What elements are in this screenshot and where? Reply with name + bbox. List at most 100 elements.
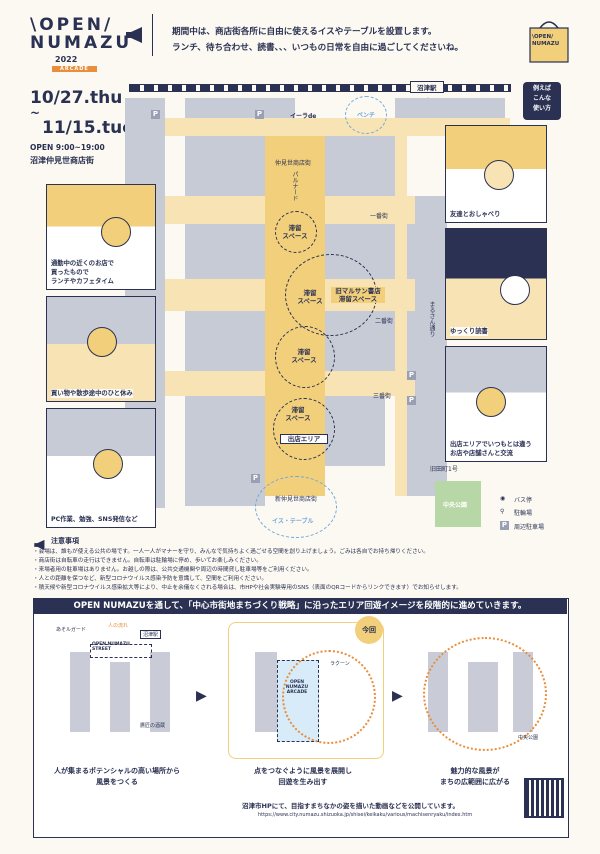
parnard-label: パルナード	[291, 171, 298, 201]
arcade-north-label: 仲見世商店街	[275, 160, 312, 167]
note-item: ・会場は、誰もが使える公共の場です。一人一人がマナーを守り、みんなで気持ちよく過…	[33, 549, 429, 555]
caption-rest: 買い物や散歩途中のひと休み	[51, 389, 133, 398]
spot-circle-4	[273, 398, 335, 460]
arrow-icon: ▶	[392, 688, 403, 704]
street-highlight	[90, 644, 152, 658]
panel-pc: PC作業、勉強、SNS発信など	[46, 408, 156, 528]
message-line2: ランチ、待ち合わせ、読書、、、いつもの日常を自由に過ごしてくださいね。	[172, 43, 464, 53]
bicycle-icon: ⚲	[500, 508, 505, 515]
spot-circle-1	[275, 211, 317, 253]
now-badge	[355, 616, 383, 644]
parking-icon: P	[151, 110, 160, 119]
block	[185, 98, 295, 118]
block	[325, 396, 385, 466]
legend-bike: 駐輪場	[514, 510, 533, 517]
block	[185, 311, 265, 371]
spot-taizai-4: 滞留 スペース	[285, 406, 311, 422]
bench-circle	[345, 96, 387, 134]
now-badge-text: 今回	[362, 626, 376, 634]
spot-taizai-3: 滞留 スペース	[291, 348, 317, 364]
parking-icon: P	[500, 521, 509, 530]
people-flow-label: 人の流れ	[108, 623, 129, 629]
mini-map-3: 中央公園	[418, 622, 558, 752]
panel-reading: ゆっくり読書	[445, 228, 547, 340]
ageru-label: あそルガード	[56, 627, 86, 633]
bottom-banner: OPEN NUMAZUを通して、「中心市街地まちづくり戦略」に沿ったエリア回遊イ…	[33, 598, 567, 614]
block	[407, 196, 447, 496]
caption-chat: 友達とおしゃべり	[450, 210, 501, 219]
date-tilde: ~	[30, 106, 41, 120]
flow-loop	[282, 650, 376, 744]
hp-url[interactable]: https://www.city.numazu.shizuoka.jp/shis…	[258, 812, 473, 818]
mini-block	[110, 662, 130, 732]
message-line1: 期間中は、商店街各所に自由に使えるイスやテーブルを設置します。	[172, 27, 437, 37]
ito-label: イーラde	[290, 113, 317, 120]
person-icon	[484, 160, 514, 190]
date-end: 11/15.tue	[42, 118, 134, 138]
note-item: ・積天候や新型コロナウイルス感染拡大等により、中止を余儀なくされる場合は、市HP…	[33, 585, 462, 591]
hp-line: 沼津市HPにて、目指すまちなかの姿を描いた動画などを公開しています。	[242, 802, 460, 810]
panel-chat: 友達とおしゃべり	[445, 125, 547, 223]
isu-table-label: イス・テーブル	[272, 518, 314, 525]
notes-title: 注意事項	[51, 537, 79, 545]
mini-block	[255, 652, 277, 732]
mini-map-2	[228, 622, 384, 759]
spot-taizai-1: 滞留 スペース	[282, 224, 308, 240]
date-start: 10/27.thu	[30, 88, 123, 108]
mini-block	[150, 652, 170, 732]
railway	[129, 84, 511, 92]
spot-marusan: 旧マルサン書店 滞留スペース	[331, 287, 385, 303]
block	[395, 98, 505, 118]
parking-icon: P	[407, 371, 416, 380]
road	[395, 136, 407, 496]
header: \OPEN/ NUMAZU 2022 ARCADE 10/27.thu 11/1…	[0, 0, 600, 170]
reading-illustration	[446, 229, 546, 339]
opening-hours: OPEN 9:00~19:00	[30, 143, 105, 152]
osiro-label: 鷹匠の酒蔵	[140, 723, 166, 729]
person-icon	[500, 275, 530, 305]
sanbangai-label: 三番街	[373, 393, 392, 400]
caption-reading: ゆっくり読書	[450, 327, 488, 336]
panel-lunch: 通勤中の近くのお店で 買ったもので ランチやカフェタイム	[46, 184, 156, 290]
parking-icon: P	[407, 396, 416, 405]
station-label: 沼津駅	[410, 81, 444, 93]
central-park	[435, 481, 481, 527]
note-item: ・人との距離を保つなど、新型コロナウイルス感染予防を意識して、空間をご利用くださ…	[33, 576, 268, 582]
ichibangai-label: 一番街	[370, 213, 389, 220]
venue-name: 沼津仲見世商店街	[30, 156, 94, 165]
logo-sub: ARCADE	[52, 66, 97, 72]
megaphone-icon	[124, 26, 146, 48]
panel-rest: 買い物や散歩途中のひと休み	[46, 296, 156, 402]
parking-icon: P	[255, 110, 264, 119]
raku-label: ラクーン	[330, 661, 350, 667]
logo-year: 2022	[55, 55, 78, 64]
caption-stage1: 人が集まるポテンシャルの高い場所から 風景をつくる	[54, 767, 180, 786]
marusan-label: まるさん通り	[428, 301, 435, 337]
block	[185, 396, 265, 506]
caption-stage2: 点をつなぐように風景を展開し 回遊を生み出す	[254, 767, 352, 786]
station-mini: 沼津駅	[140, 630, 162, 639]
ninbangai-label: 二番街	[375, 318, 394, 325]
note-item: ・来場者用の駐車場はありません。お越しの際は、公共交通機関や周辺の時間貸し駐車場…	[33, 567, 313, 573]
street-label: OPEN NUMAZU STREET	[92, 642, 130, 652]
block	[185, 224, 265, 279]
panel-shop: 出店エリアでいつもとは違う お店や店舗さんと交流	[445, 346, 547, 462]
flow-loop	[423, 637, 547, 751]
megaphone-icon	[33, 536, 47, 555]
note-item: ・商店街は自転車の走行はできません。自転車は駐輪場に停め、歩いてお楽しみください…	[33, 558, 262, 564]
caption-stage3: 魅力的な風景が まちの広範囲に広がる	[440, 767, 510, 786]
central-park-label: 中央公園	[443, 502, 468, 509]
mini-block	[70, 652, 90, 732]
bag-text: \OPEN/ NUMAZU	[532, 34, 560, 47]
person-icon	[476, 387, 506, 417]
person-icon	[93, 449, 123, 479]
qr-code[interactable]	[524, 778, 564, 818]
shopping-bag-icon	[526, 16, 572, 68]
arrow-icon: ▶	[196, 688, 207, 704]
block	[185, 136, 265, 196]
examples-badge-text: 例えば こんな 使い方	[532, 85, 551, 112]
logo-line2: NUMAZU	[30, 33, 133, 53]
block	[325, 136, 395, 196]
caption-pc: PC作業、勉強、SNS発信など	[51, 515, 138, 524]
person-icon	[87, 327, 117, 357]
